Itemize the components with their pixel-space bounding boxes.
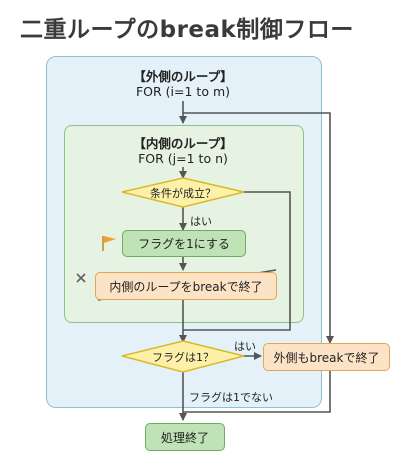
inner-break-box: 内側のループをbreakで終了 [95,272,277,300]
outer-loop-condition: FOR (i=1 to m) [135,84,230,99]
flag-icon [102,236,116,251]
condition-diamond [121,177,245,208]
flagcheck-diamond [121,340,245,373]
flagcheck-yes-label: はい [234,340,256,353]
condition-yes-label: はい [190,215,212,228]
outer-loop-label: 【外側のループ】 [133,69,233,84]
diagram-title: 二重ループのbreak制御フロー [20,17,354,43]
outer-loop-line [183,112,331,338]
outer-break-line [183,368,331,413]
set-flag-box: フラグを1にする [122,230,246,257]
inner-loop-line [183,191,291,331]
flagcheck-text: フラグは1？ [152,351,214,364]
end-box: 処理終了 [145,423,225,451]
flagcheck-no-label: フラグは1でない [189,391,273,404]
cross-icon [76,273,86,283]
inner-loop-label: 【内側のループ】 [133,136,233,151]
condition-text: 条件が成立？ [150,187,216,200]
inner-loop-condition: FOR (j=1 to n) [138,151,228,166]
outer-break-box: 外側もbreakで終了 [263,343,390,371]
